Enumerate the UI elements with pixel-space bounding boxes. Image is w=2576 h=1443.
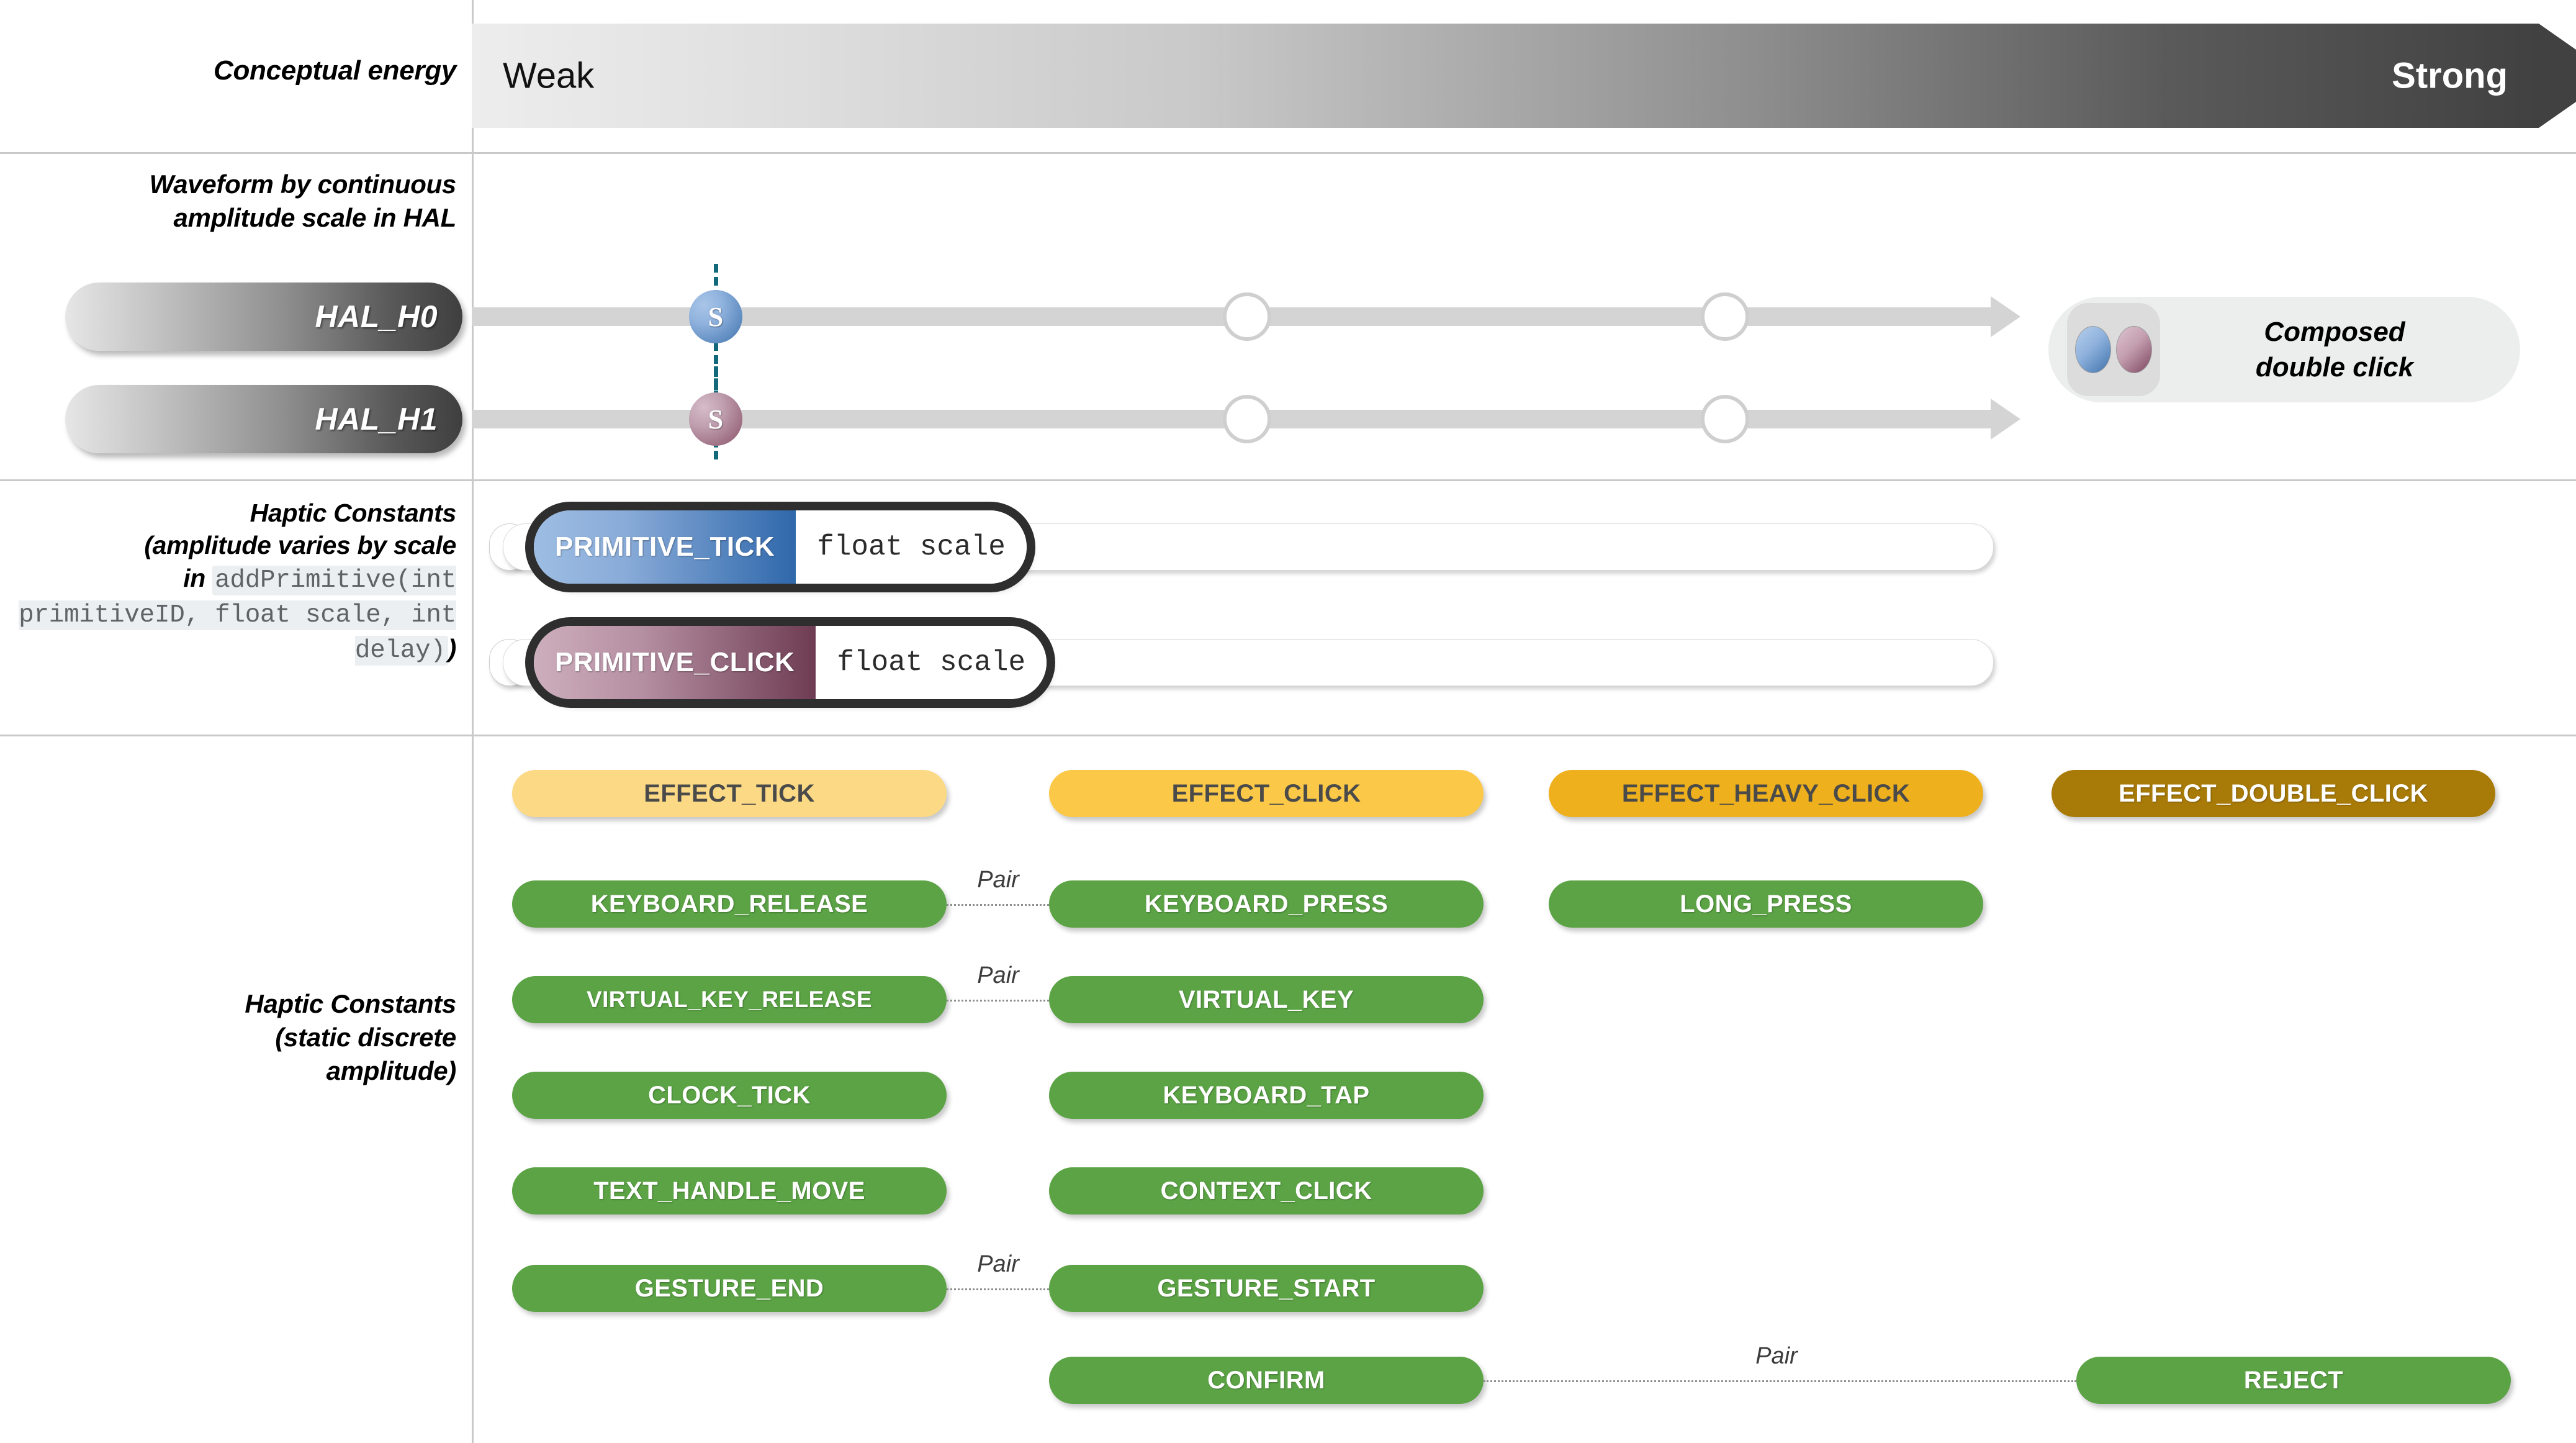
primitive-label-close-paren: ) <box>448 633 457 663</box>
composed-line1: Composed <box>2264 316 2405 347</box>
static-constants-label: Haptic Constants (static discrete amplit… <box>0 987 456 1087</box>
waveform-label-line1: Waveform by continuous <box>149 170 457 199</box>
pair-connector-virtual-key <box>947 1000 1049 1002</box>
constant-virtual-key-release-pill[interactable]: VIRTUAL_KEY_RELEASE <box>512 976 947 1023</box>
constant-gesture-start-pill[interactable]: GESTURE_START <box>1049 1265 1484 1312</box>
effect-click-pill[interactable]: EFFECT_CLICK <box>1049 770 1484 817</box>
energy-strong-label: Strong <box>2392 55 2508 96</box>
waveform-label: Waveform by continuous amplitude scale i… <box>0 168 457 235</box>
hal-h1-scale-marker[interactable]: S <box>689 392 742 446</box>
energy-weak-label: Weak <box>503 55 595 96</box>
hal-h0-capsule: HAL_H0 <box>65 283 462 351</box>
pair-label-confirm-reject: Pair <box>1755 1343 1798 1369</box>
constant-context-click-pill[interactable]: CONTEXT_CLICK <box>1049 1167 1484 1215</box>
constant-long-press-pill[interactable]: LONG_PRESS <box>1549 880 1983 928</box>
constant-reject-pill[interactable]: REJECT <box>2076 1357 2511 1404</box>
pair-label-virtual-key: Pair <box>977 962 1019 988</box>
pair-connector-keyboard <box>947 904 1049 906</box>
primitive-label-line1: Haptic Constants <box>250 499 457 527</box>
pair-label-gesture: Pair <box>977 1251 1019 1277</box>
constant-text-handle-move-pill[interactable]: TEXT_HANDLE_MOVE <box>512 1167 947 1215</box>
composed-double-click-icon <box>2067 303 2160 396</box>
hal-h0-track-arrowhead <box>1991 296 2020 337</box>
primitive-click-name: PRIMITIVE_CLICK <box>534 626 816 699</box>
primitive-label-line2: (amplitude varies by scale <box>144 531 456 560</box>
pair-connector-confirm-reject <box>1484 1380 2076 1382</box>
hal-h1-track-arrowhead <box>1991 399 2020 440</box>
label-column-divider <box>472 0 474 1443</box>
static-label-line1: Haptic Constants <box>245 989 456 1018</box>
primitive-click-chip[interactable]: PRIMITIVE_CLICK float scale <box>534 626 1047 699</box>
primitive-tick-arg: float scale <box>796 510 1027 584</box>
pair-label-keyboard: Pair <box>977 867 1019 893</box>
constant-clock-tick-pill[interactable]: CLOCK_TICK <box>512 1072 947 1119</box>
conceptual-energy-label: Conceptual energy <box>214 55 456 86</box>
constant-keyboard-press-pill[interactable]: KEYBOARD_PRESS <box>1049 880 1484 928</box>
composed-primitive-tick-dot <box>2075 326 2111 373</box>
constant-confirm-pill[interactable]: CONFIRM <box>1049 1357 1484 1404</box>
hal-h1-label: HAL_H1 <box>315 402 438 437</box>
primitive-label-in: in <box>183 563 213 592</box>
static-label-line2: (static discrete <box>275 1022 456 1052</box>
hal-h0-label: HAL_H0 <box>315 299 438 334</box>
primitive-label-line3: in addPrimitive(int primitiveID, float s… <box>0 562 456 667</box>
constant-keyboard-tap-pill[interactable]: KEYBOARD_TAP <box>1049 1072 1484 1119</box>
primitive-label-code: addPrimitive(int primitiveID, float scal… <box>19 565 456 666</box>
hal-h1-capsule: HAL_H1 <box>65 385 462 453</box>
energy-arrow-head <box>2539 24 2576 128</box>
effect-double-click-pill[interactable]: EFFECT_DOUBLE_CLICK <box>2051 770 2495 817</box>
composed-double-click-text: Composed double click <box>2160 314 2520 385</box>
hal-h1-node-high <box>1701 395 1749 443</box>
energy-arrow-body <box>472 24 2539 128</box>
hal-h1-node-mid <box>1223 395 1271 443</box>
conceptual-energy-arrow: Weak Strong <box>472 24 2576 128</box>
primitive-constants-label: Haptic Constants (amplitude varies by sc… <box>0 497 456 667</box>
section-divider-1 <box>0 152 2576 154</box>
composed-line2: double click <box>2255 352 2414 382</box>
effect-heavy-click-pill[interactable]: EFFECT_HEAVY_CLICK <box>1549 770 1983 817</box>
pair-connector-gesture <box>947 1288 1049 1290</box>
constant-virtual-key-pill[interactable]: VIRTUAL_KEY <box>1049 976 1484 1023</box>
hal-h0-scale-marker[interactable]: S <box>689 290 742 343</box>
effect-tick-pill[interactable]: EFFECT_TICK <box>512 770 947 817</box>
section-divider-2 <box>0 479 2576 481</box>
primitive-click-arg: float scale <box>816 626 1047 699</box>
constant-keyboard-release-pill[interactable]: KEYBOARD_RELEASE <box>512 880 947 928</box>
section-divider-3 <box>0 735 2576 736</box>
composed-primitive-click-dot <box>2116 326 2152 373</box>
primitive-tick-chip[interactable]: PRIMITIVE_TICK float scale <box>534 510 1027 584</box>
primitive-tick-name: PRIMITIVE_TICK <box>534 510 796 584</box>
hal-h0-node-high <box>1701 292 1749 341</box>
static-label-line3: amplitude) <box>326 1056 457 1085</box>
constant-gesture-end-pill[interactable]: GESTURE_END <box>512 1265 947 1312</box>
composed-double-click-badge: Composed double click <box>2048 297 2520 402</box>
hal-h0-node-mid <box>1223 292 1271 341</box>
waveform-label-line2: amplitude scale in HAL <box>173 202 456 232</box>
